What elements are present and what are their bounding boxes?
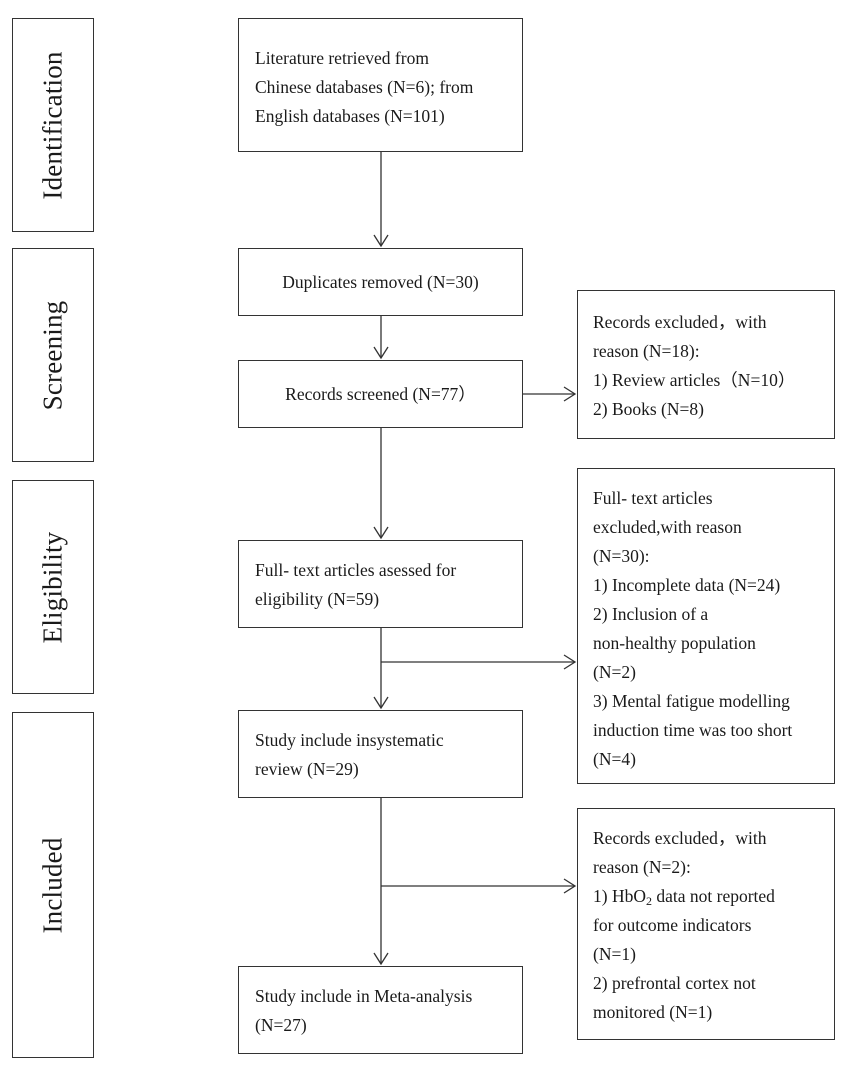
fulltext-line-2: eligibility (N=59) (255, 589, 380, 609)
excluded-screen-line-3: 1) Review articles（N=10） (593, 370, 796, 390)
arrowhead-meta (373, 952, 389, 966)
arrowhead-screened (373, 346, 389, 360)
screened-text: Records screened (N=77） (285, 384, 476, 404)
excluded-fulltext-line-2: excluded,with reason (593, 517, 742, 537)
meta-analysis-box: Study include in Meta-analysis (N=27) (238, 966, 523, 1054)
excluded-screen-line-2: reason (N=18): (593, 341, 700, 361)
excluded-meta-line-7: monitored (N=1) (593, 1002, 713, 1022)
excluded-meta-box: Records excluded，with reason (N=2): 1) H… (577, 808, 835, 1040)
systematic-box: Study include insystematic review (N=29) (238, 710, 523, 798)
identification-box: Literature retrieved from Chinese databa… (238, 18, 523, 152)
excluded-screen-line-1: Records excluded，with (593, 312, 767, 332)
excluded-meta-line-5: (N=1) (593, 944, 636, 964)
excluded-screen-box: Records excluded，with reason (N=18): 1) … (577, 290, 835, 439)
excluded-fulltext-line-6: non-healthy population (593, 633, 756, 653)
excluded-fulltext-line-4: 1) Incomplete data (N=24) (593, 575, 781, 595)
arrowhead-excluded-screen (563, 386, 577, 402)
duplicates-text: Duplicates removed (N=30) (282, 272, 479, 292)
stage-eligibility: Eligibility (12, 480, 94, 694)
meta-line-1: Study include in Meta-analysis (255, 986, 473, 1006)
excluded-fulltext-line-7: (N=2) (593, 662, 636, 682)
arrowhead-excluded-meta (563, 878, 577, 894)
excluded-fulltext-line-3: (N=30): (593, 546, 650, 566)
excluded-meta-line-4: for outcome indicators (593, 915, 752, 935)
excluded-meta-line-1: Records excluded，with (593, 828, 767, 848)
stage-screening: Screening (12, 248, 94, 462)
excluded-fulltext-line-1: Full- text articles (593, 488, 713, 508)
excluded-fulltext-line-9: induction time was too short (593, 720, 793, 740)
excluded-fulltext-line-5: 2) Inclusion of a (593, 604, 709, 624)
systematic-line-1: Study include insystematic (255, 730, 444, 750)
stage-identification: Identification (12, 18, 94, 232)
stage-included: Included (12, 712, 94, 1058)
arrowhead-excluded-fulltext (563, 654, 577, 670)
arrowhead-duplicates (373, 234, 389, 248)
identification-line-1: Literature retrieved from (255, 48, 429, 68)
arrowhead-fulltext (373, 526, 389, 540)
excluded-meta-line-3: 1) HbO2 data not reported (593, 882, 775, 911)
identification-line-3: English databases (N=101) (255, 106, 445, 126)
excluded-screen-line-4: 2) Books (N=8) (593, 399, 704, 419)
excluded-fulltext-box: Full- text articles excluded,with reason… (577, 468, 835, 784)
excluded-meta-line-3-sub: 2 (645, 894, 652, 908)
duplicates-box: Duplicates removed (N=30) (238, 248, 523, 316)
meta-line-2: (N=27) (255, 1015, 307, 1035)
identification-line-2: Chinese databases (N=6); from (255, 77, 474, 97)
screened-box: Records screened (N=77） (238, 360, 523, 428)
excluded-meta-line-3-a: 1) HbO (593, 886, 646, 906)
excluded-fulltext-line-8: 3) Mental fatigue modelling (593, 691, 790, 711)
excluded-meta-line-6: 2) prefrontal cortex not (593, 973, 756, 993)
arrowhead-systematic (373, 696, 389, 710)
excluded-meta-line-3-b: data not reported (651, 886, 775, 906)
excluded-fulltext-line-10: (N=4) (593, 749, 636, 769)
systematic-line-2: review (N=29) (255, 759, 359, 779)
fulltext-line-1: Full- text articles asessed for (255, 560, 457, 580)
excluded-meta-line-2: reason (N=2): (593, 857, 691, 877)
fulltext-box: Full- text articles asessed for eligibil… (238, 540, 523, 628)
